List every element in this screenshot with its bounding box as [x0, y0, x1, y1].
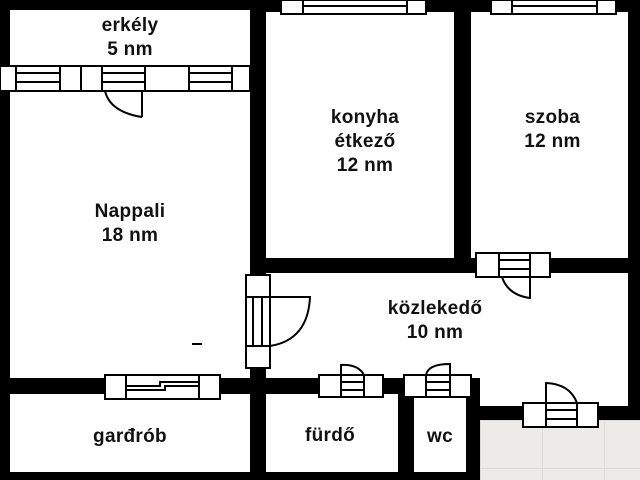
erkely-area: 5 nm	[107, 39, 153, 60]
konyha-area: 12 nm	[336, 155, 394, 176]
room-konyha-etkezo	[266, 12, 454, 258]
label-gardrob: garđrób	[50, 425, 210, 449]
etkezo-name: étkező	[334, 131, 396, 152]
room-kozlekedo	[266, 273, 628, 378]
label-szoba: szoba 12 nm	[490, 106, 615, 154]
nappali-area: 18 nm	[101, 225, 159, 246]
room-nappali	[10, 92, 250, 378]
nappali-name: Nappali	[94, 201, 166, 222]
szoba-area: 12 nm	[524, 131, 581, 152]
outside-tiled-area	[480, 420, 640, 480]
erkely-name: erkély	[101, 15, 159, 36]
label-kozlekedo: közlekedő 10 nm	[360, 297, 510, 345]
room-szoba	[471, 12, 628, 258]
furdo-name: fürdő	[304, 425, 356, 446]
kozlekedo-name: közlekedő	[387, 298, 483, 319]
label-nappali: Nappali 18 nm	[70, 200, 190, 248]
gardrob-name: garđrób	[93, 426, 167, 447]
wall-stub-left	[266, 258, 326, 273]
wc-name: wc	[427, 426, 453, 447]
szoba-name: szoba	[524, 107, 581, 128]
room-erkely	[10, 10, 250, 65]
room-wc	[414, 398, 466, 472]
room-furdo	[266, 394, 398, 472]
konyha-name: konyha	[330, 107, 400, 128]
room-kozlekedo-lower	[480, 370, 628, 406]
kozlekedo-area: 10 nm	[406, 322, 464, 343]
label-konyha: konyha étkező 12 nm	[300, 106, 430, 178]
room-gardrob	[10, 394, 250, 472]
balcony-window-strip	[0, 65, 251, 92]
label-furdo: fürdő	[280, 424, 380, 448]
label-erkely: erkély 5 nm	[10, 14, 250, 62]
label-wc: wc	[414, 425, 466, 449]
